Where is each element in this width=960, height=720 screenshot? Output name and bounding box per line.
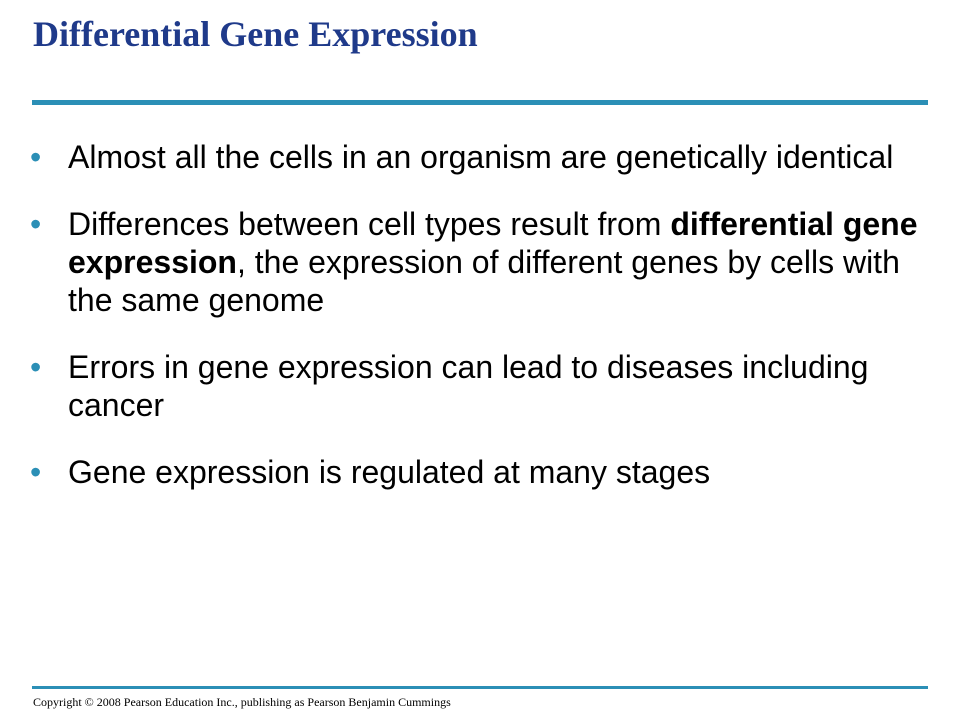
slide-title: Differential Gene Expression <box>33 14 478 54</box>
bullet-item: • Almost all the cells in an organism ar… <box>30 138 930 176</box>
bullet-icon: • <box>30 349 42 385</box>
bullet-text: Almost all the cells in an organism are … <box>68 139 894 175</box>
bullet-text: Errors in gene expression can lead to di… <box>68 349 869 423</box>
bullet-icon: • <box>30 454 42 490</box>
bullet-text-suffix: , the expression of different genes by c… <box>68 244 900 318</box>
bullet-text-prefix: Differences between cell types result fr… <box>68 206 671 242</box>
bullet-icon: • <box>30 139 42 175</box>
bullet-item: • Errors in gene expression can lead to … <box>30 348 930 424</box>
copyright-notice: Copyright © 2008 Pearson Education Inc.,… <box>33 695 451 709</box>
bullet-list: • Almost all the cells in an organism ar… <box>30 138 930 520</box>
bold-term: differential gene expression <box>68 206 918 280</box>
footer-divider <box>32 686 928 689</box>
bullet-icon: • <box>30 206 42 242</box>
bullet-item: • Differences between cell types result … <box>30 205 930 319</box>
bullet-item: • Gene expression is regulated at many s… <box>30 453 930 491</box>
title-divider <box>32 100 928 105</box>
bullet-text: Gene expression is regulated at many sta… <box>68 454 711 490</box>
